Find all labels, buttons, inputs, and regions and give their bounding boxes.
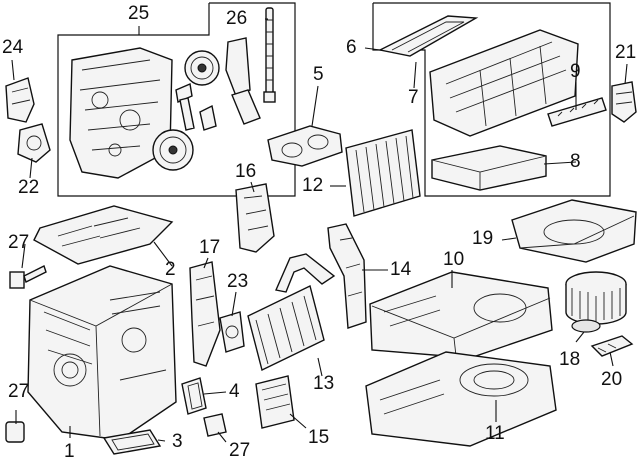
part-16-duct (235, 183, 275, 253)
callout-5: 5 (313, 64, 324, 85)
callout-27-b: 27 (8, 381, 30, 402)
part-9-bracket (547, 97, 607, 127)
part-26-link-rod (263, 7, 276, 103)
callout-3: 3 (172, 431, 183, 452)
part-13-evaporator (247, 253, 336, 372)
callout-13: 13 (313, 373, 335, 394)
part-22-actuator (17, 123, 51, 163)
callout-23: 23 (227, 271, 249, 292)
part-24-actuator (5, 77, 35, 123)
group-frame-25 (57, 2, 296, 197)
callout-12: 12 (302, 175, 324, 196)
part-20-resistor (590, 335, 634, 357)
part-12-heater-core (345, 129, 421, 217)
part-1-hvac-case (27, 265, 177, 441)
callout-26: 26 (226, 8, 248, 29)
callout-7: 7 (408, 87, 419, 108)
group-frame-6 (372, 2, 611, 197)
callout-21: 21 (615, 42, 637, 63)
part-3-gasket (102, 429, 162, 455)
leader-lines (11, 18, 628, 443)
part-17-duct (189, 261, 221, 367)
callout-27-c: 27 (229, 440, 251, 461)
callout-27-a: 27 (8, 232, 30, 253)
callout-17: 17 (199, 237, 221, 258)
part-2-top-cover (33, 205, 174, 265)
callout-18: 18 (559, 349, 581, 370)
callout-20: 20 (601, 369, 623, 390)
callout-25: 25 (128, 3, 150, 24)
callout-22: 22 (18, 177, 40, 198)
callout-14: 14 (390, 259, 412, 280)
part-25-housing-cover (69, 47, 173, 179)
part-14-duct (327, 223, 367, 329)
part-8-filter (431, 145, 547, 191)
callout-8: 8 (570, 151, 581, 172)
part-15-panel (255, 375, 295, 429)
part-21-actuator (611, 81, 637, 123)
part-7-gasket (377, 15, 479, 57)
callout-24: 24 (2, 37, 24, 58)
callout-4: 4 (229, 381, 240, 402)
part-23-actuator (219, 311, 245, 353)
callout-2: 2 (165, 259, 176, 280)
part-19-blower-scroll (511, 199, 637, 263)
callout-19: 19 (472, 228, 494, 249)
callout-15: 15 (308, 427, 330, 448)
part-27-fastener-a (9, 265, 47, 289)
part-10-blower-case (369, 271, 553, 359)
callout-10: 10 (443, 249, 465, 270)
part-18-blower-motor (565, 271, 627, 333)
part-6-upper-case (429, 29, 579, 137)
callout-1: 1 (64, 441, 75, 462)
callout-11: 11 (485, 423, 505, 444)
part-5-seal (267, 125, 343, 167)
part-27-fastener-b (5, 421, 25, 443)
part-25-gears (152, 37, 261, 171)
callout-6: 6 (346, 37, 357, 58)
callout-9: 9 (570, 61, 581, 82)
part-27-fastener-c (203, 413, 227, 437)
part-4-seal (181, 377, 207, 415)
callout-16: 16 (235, 161, 257, 182)
part-11-lower-case (365, 351, 557, 447)
